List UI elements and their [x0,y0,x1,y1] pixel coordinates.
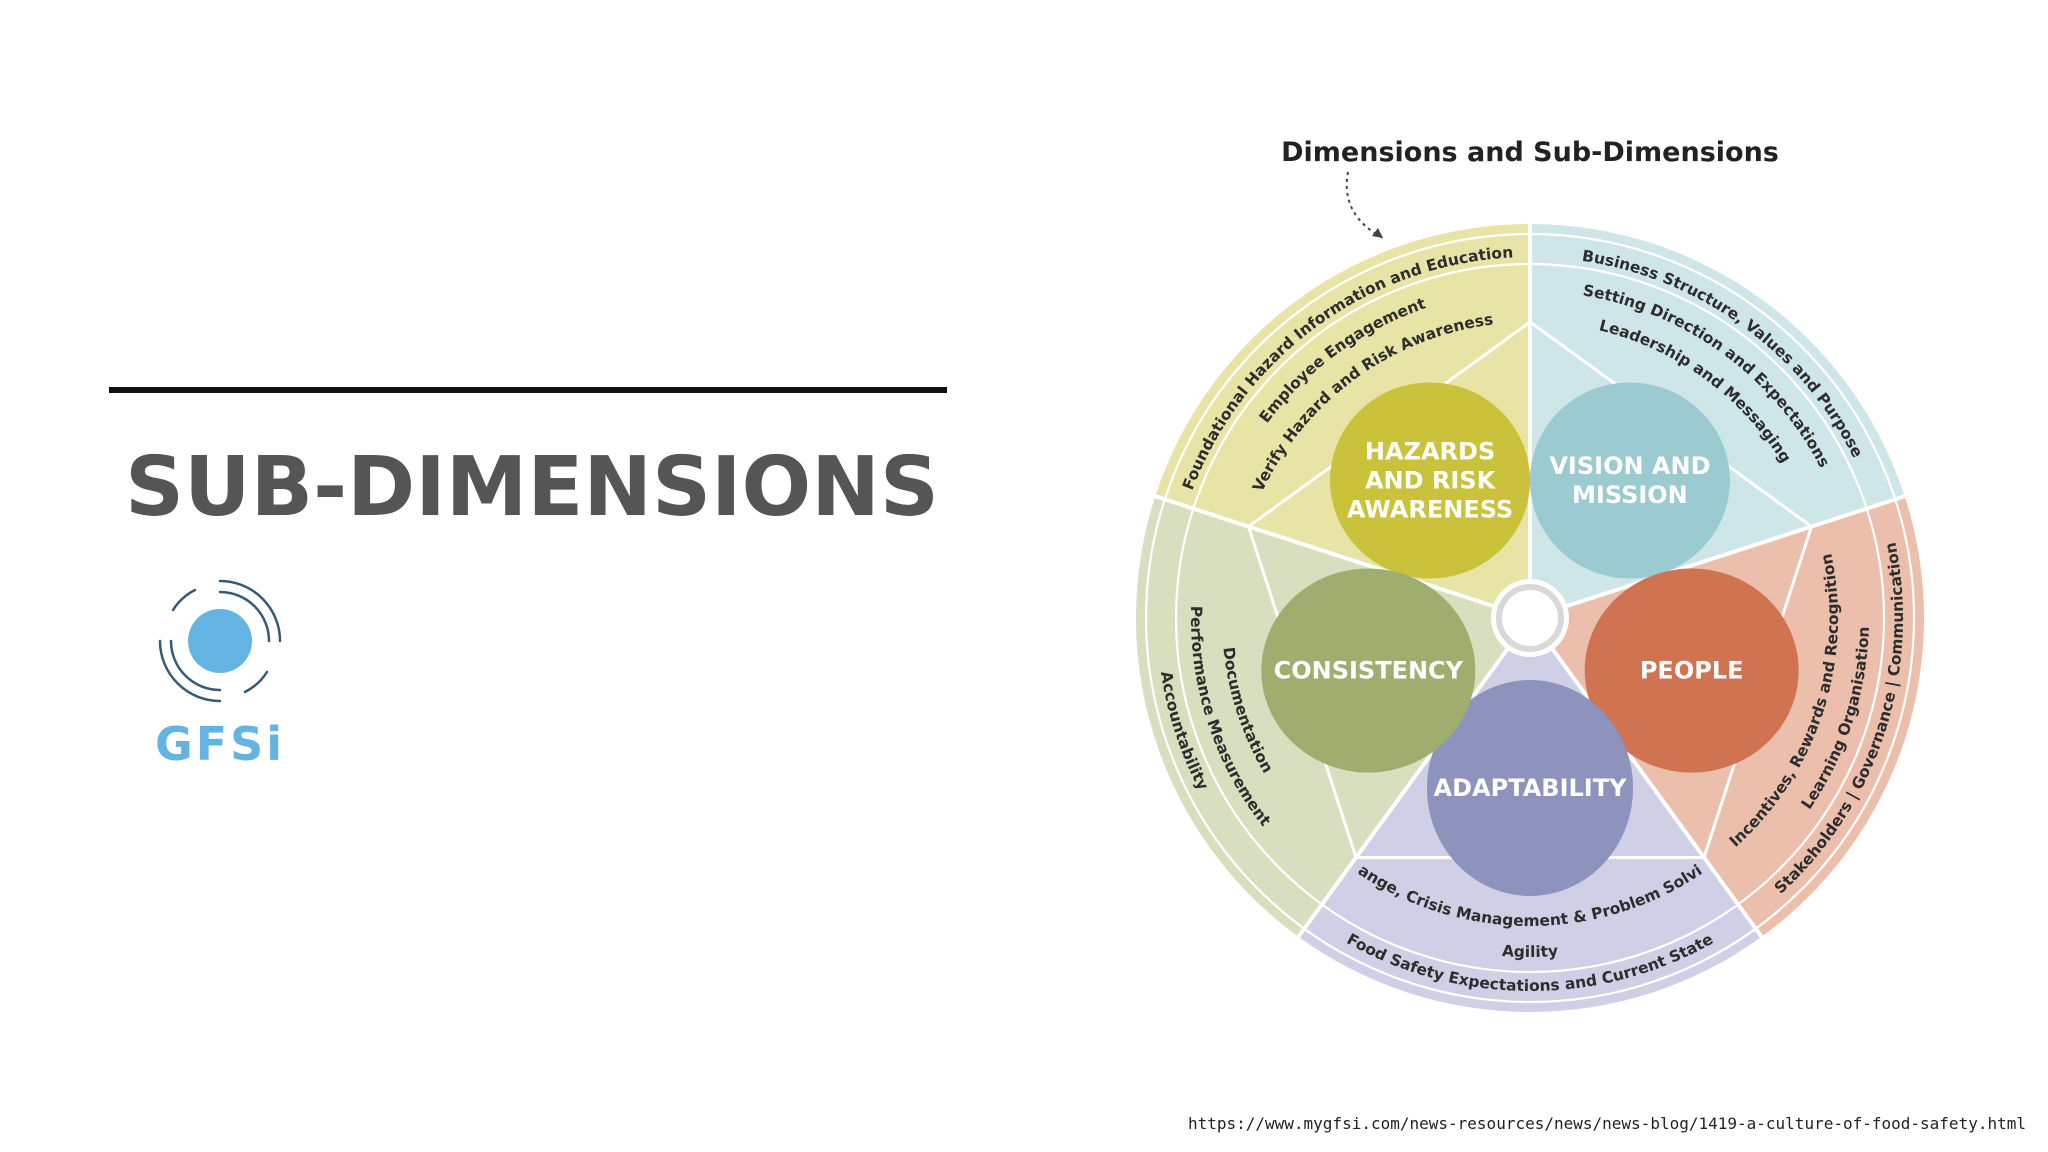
petal-label-hazards-0: HAZARDS [1365,437,1495,465]
center-hub [1491,579,1569,657]
title-divider [109,387,947,393]
spoke-1 [1529,494,1906,620]
petal-shape-adaptability [1427,680,1633,896]
gfsi-logo: GFSi [155,579,285,771]
hub-band [1496,584,1564,652]
hub-center [1508,596,1552,640]
petal-label-consistency-0: CONSISTENCY [1274,657,1464,685]
source-url: https://www.mygfsi.com/news-resources/ne… [1187,1114,2026,1133]
spoke-3 [1296,616,1532,938]
diagram-heading: Dimensions and Sub-Dimensions [1281,137,1779,168]
petal-label-hazards-1: AND RISK [1365,466,1497,494]
petal-shape-vision [1529,382,1730,579]
dimensions-wheel: Dimensions and Sub-Dimensions HAZARDSAND… [1130,120,1924,1013]
petal-shape-people [1584,568,1799,773]
petal-people: PEOPLE [1584,568,1799,773]
petal-label-adaptability-0: ADAPTABILITY [1434,774,1628,802]
petal-label-vision-0: VISION AND [1549,452,1710,480]
sub-dimension-text-adaptability-1: Agility [1501,942,1558,961]
logo-arcs [158,579,282,703]
petal-adaptability: ADAPTABILITY [1427,680,1633,896]
sub-dimension-adaptability-1: Agility [1501,942,1558,961]
slide-title: SUB-DIMENSIONS [125,440,939,535]
petal-shape-hazards [1330,382,1531,579]
petal-label-vision-1: MISSION [1572,481,1688,509]
logo-core-circle [188,609,252,673]
spoke-4 [1154,494,1531,620]
heading-pointer-arrow [1345,171,1384,239]
petal-consistency: CONSISTENCY [1261,568,1476,773]
spoke-2 [1528,616,1764,938]
petal-label-people-0: PEOPLE [1640,657,1744,685]
heading-pointer-arrowhead [1372,228,1383,238]
petal-label-hazards-2: AWARENESS [1347,495,1513,523]
logo-text: GFSi [155,717,285,771]
sector-dividers [1154,224,1906,938]
petal-shape-consistency [1261,568,1476,773]
